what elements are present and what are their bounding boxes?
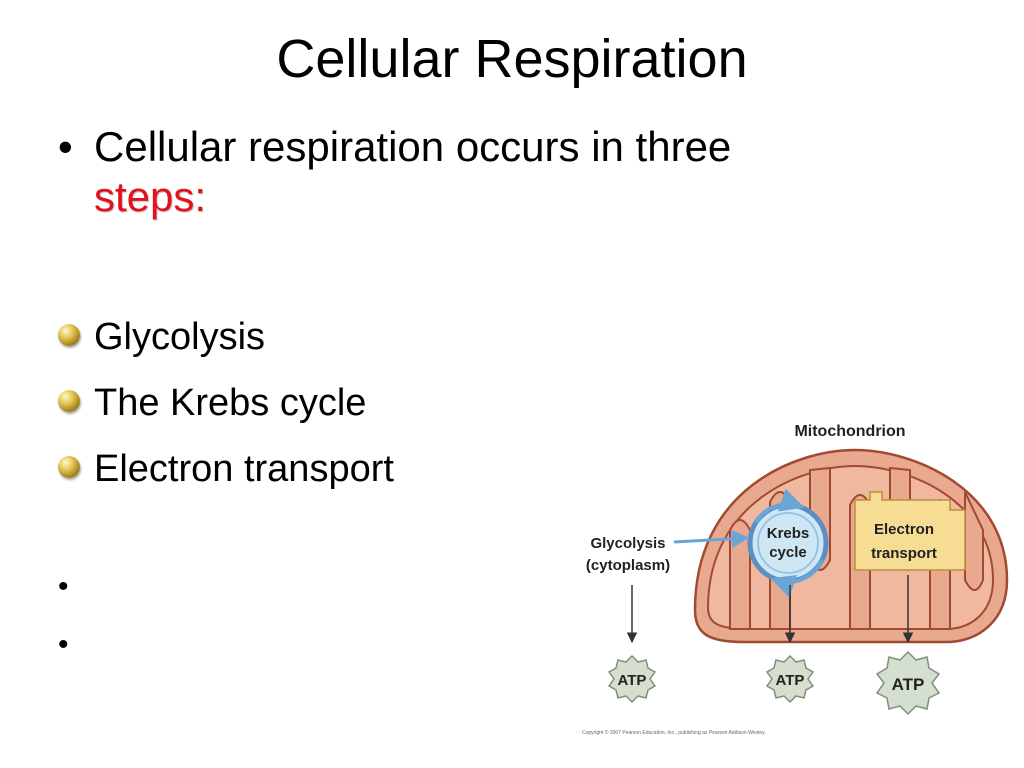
mitochondrion-diagram: Mitochondrion Krebs cycle	[582, 423, 1009, 736]
atp-badge-2: ATP	[765, 654, 815, 704]
intro-highlight: steps:	[94, 173, 207, 221]
krebs-label-line1: Krebs	[767, 525, 810, 542]
step-item-glycolysis: Glycolysis	[58, 314, 618, 380]
gold-orb-bullet-icon	[58, 456, 80, 478]
slide-title: Cellular Respiration	[276, 29, 748, 89]
step-item-electron: Electron transport	[58, 446, 618, 512]
bullet-dot: •	[58, 123, 73, 170]
atp-label: ATP	[892, 675, 925, 694]
krebs-cycle-graphic: Krebs cycle	[747, 488, 829, 598]
mitochondrion-label: Mitochondrion	[794, 423, 905, 440]
atp-label: ATP	[776, 672, 805, 689]
intro-text: Cellular respiration occurs in three	[94, 123, 732, 170]
atp-badge-1: ATP	[607, 654, 657, 704]
glycolysis-label-line1: Glycolysis	[590, 535, 665, 552]
step-label: Glycolysis	[94, 316, 266, 358]
intro-text-block: Cellular respiration occurs in three ste…	[94, 122, 954, 223]
electron-label-line2: transport	[871, 545, 937, 562]
step-label: The Krebs cycle	[94, 382, 367, 424]
krebs-label-line2: cycle	[769, 544, 807, 561]
copyright-text: Copyright © 2007 Pearson Education, Inc.…	[582, 729, 766, 736]
atp-label: ATP	[618, 672, 647, 689]
step-item-krebs: The Krebs cycle	[58, 380, 618, 446]
steps-list: Glycolysis The Krebs cycle Electron tran…	[58, 314, 618, 512]
electron-transport-graphic: Electron transport	[854, 491, 966, 571]
step-label: Electron transport	[94, 448, 394, 490]
empty-bullet-1: •	[58, 570, 69, 603]
gold-orb-bullet-icon	[58, 390, 80, 412]
electron-label-line1: Electron	[874, 521, 934, 538]
glycolysis-to-krebs-arrow	[673, 529, 750, 548]
glycolysis-label-line2: (cytoplasm)	[586, 557, 670, 574]
empty-bullet-2: •	[58, 628, 69, 661]
atp-badge-3: ATP	[875, 650, 941, 716]
gold-orb-bullet-icon	[58, 324, 80, 346]
